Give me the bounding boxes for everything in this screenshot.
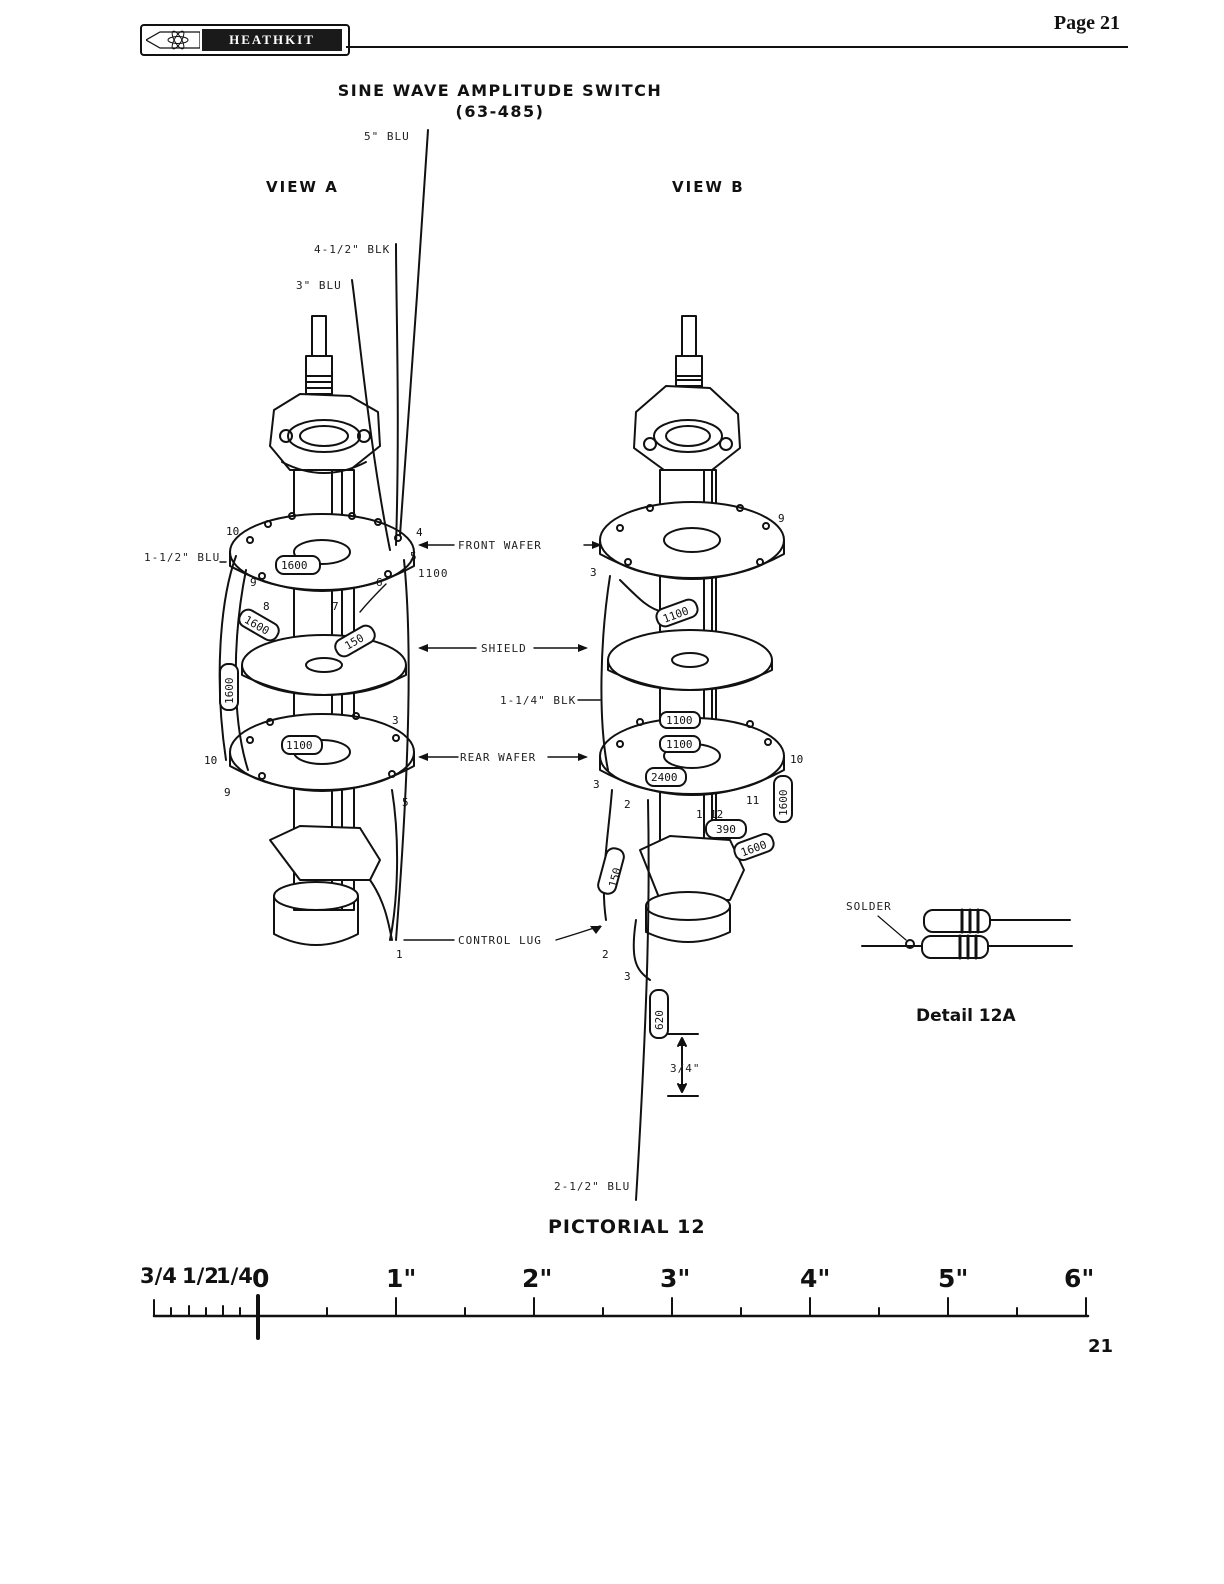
ruler-label: 1" xyxy=(386,1264,417,1293)
resistor-label: 1600 xyxy=(223,678,236,705)
ruler-fraction: 3/4 xyxy=(140,1264,177,1288)
wire-label-2-5in-blu: 2-1/2" BLU xyxy=(554,1180,631,1193)
atom-icon xyxy=(146,30,200,50)
lug-number: 5 xyxy=(402,796,409,809)
heathkit-logo: HEATHKIT xyxy=(140,24,350,56)
ruler-label: 4" xyxy=(800,1264,831,1293)
diagram-title: SINE WAVE AMPLITUDE SWITCH (63-485) xyxy=(0,80,1000,122)
resistor-label: 150 xyxy=(606,866,624,889)
lug-number: 11 xyxy=(746,794,759,807)
lug-number: 9 xyxy=(778,512,785,525)
lug-number: 1 xyxy=(396,948,403,961)
wire-label-5in-blu: 5" BLU xyxy=(364,130,410,143)
ruler-label: 2" xyxy=(522,1264,553,1293)
resistor-b8 xyxy=(597,847,625,895)
lug-number: 2 xyxy=(624,798,631,811)
lug-number: 3 xyxy=(590,566,597,579)
resistor-a2 xyxy=(238,608,280,642)
front-wafer-label: FRONT WAFER xyxy=(458,539,542,552)
footer-page-number: 21 xyxy=(1088,1336,1114,1357)
resistor-label: 1600 xyxy=(777,790,790,817)
value-1100-label: 1100 xyxy=(418,567,449,580)
rear-wafer-label: REAR WAFER xyxy=(460,751,537,764)
resistor-label: 2400 xyxy=(651,771,678,784)
ruler-label: 6" xyxy=(1064,1264,1095,1293)
diagram-title-line1: SINE WAVE AMPLITUDE SWITCH xyxy=(337,81,663,100)
resistor-a3 xyxy=(334,624,376,658)
control-lug-label: CONTROL LUG xyxy=(458,934,542,947)
lug-number: 5 xyxy=(410,550,417,563)
shield-label: SHIELD xyxy=(481,642,527,655)
resistor-a4 xyxy=(219,663,239,711)
ruler-fraction: 1/4 xyxy=(216,1264,253,1288)
lug-number: 12 xyxy=(710,808,723,821)
lug-number: 2 xyxy=(602,948,609,961)
lug-number: 10 xyxy=(226,525,239,538)
diagram-title-line2: (63-485) xyxy=(455,102,545,121)
pictorial-caption: PICTORIAL 12 xyxy=(548,1216,706,1238)
resistor-b4 xyxy=(645,767,687,787)
ruler xyxy=(152,1294,1090,1340)
wire-label-1-25in-blk: 1-1/4" BLK xyxy=(500,694,577,707)
page-label: Page 21 xyxy=(1053,12,1120,34)
detail-label: Detail 12A xyxy=(916,1006,1016,1026)
lug-number: 10 xyxy=(204,754,217,767)
resistor-label: 1600 xyxy=(281,559,308,572)
view-a-label: VIEW A xyxy=(266,178,339,196)
view-b-assembly xyxy=(597,315,793,1201)
lug-number: 10 xyxy=(790,753,803,766)
logo-text: HEATHKIT xyxy=(202,29,342,51)
resistor-b6 xyxy=(705,819,747,839)
resistor-a1 xyxy=(275,555,321,575)
ruler-label: 5" xyxy=(938,1264,969,1293)
resistor-b5 xyxy=(773,775,793,823)
resistor-label: 390 xyxy=(716,823,736,836)
lug-number: 3 xyxy=(624,970,631,983)
wire-label-4-5in-blk: 4-1/2" BLK xyxy=(314,243,391,256)
ruler-fraction: 1/2 xyxy=(182,1264,219,1288)
resistor-b3 xyxy=(659,735,701,753)
resistor-label: 1100 xyxy=(666,714,693,727)
header-rule xyxy=(346,46,1128,48)
lug-number: 4 xyxy=(416,526,423,539)
lug-number: 6 xyxy=(376,576,383,589)
resistor-label: 620 xyxy=(653,1010,666,1030)
resistor-b1 xyxy=(655,598,699,628)
dimension-label: 3/4" xyxy=(670,1062,701,1075)
solder-label: SOLDER xyxy=(846,900,892,913)
wire-label-1-5in-blu: 1-1/2" BLU xyxy=(144,551,221,564)
wire-label-3in-blu: 3" BLU xyxy=(296,279,342,292)
resistor-label: 1100 xyxy=(666,738,693,751)
lug-number: 9 xyxy=(250,576,257,589)
ruler-zero: 0 xyxy=(252,1264,270,1293)
detail-12a-drawing xyxy=(861,908,1073,960)
resistor-a5 xyxy=(281,735,323,755)
ruler-label: 3" xyxy=(660,1264,691,1293)
resistor-b2 xyxy=(659,711,701,729)
view-b-label: VIEW B xyxy=(672,178,745,196)
lug-number: 1 xyxy=(696,808,703,821)
lug-number: 9 xyxy=(224,786,231,799)
view-a-assembly xyxy=(218,129,429,946)
lug-number: 7 xyxy=(332,600,339,613)
lug-number: 3 xyxy=(593,778,600,791)
lug-number: 3 xyxy=(392,714,399,727)
resistor-label: 1100 xyxy=(286,739,313,752)
resistor-b7 xyxy=(733,832,775,862)
resistor-b9 xyxy=(649,989,669,1039)
lug-number: 8 xyxy=(263,600,270,613)
